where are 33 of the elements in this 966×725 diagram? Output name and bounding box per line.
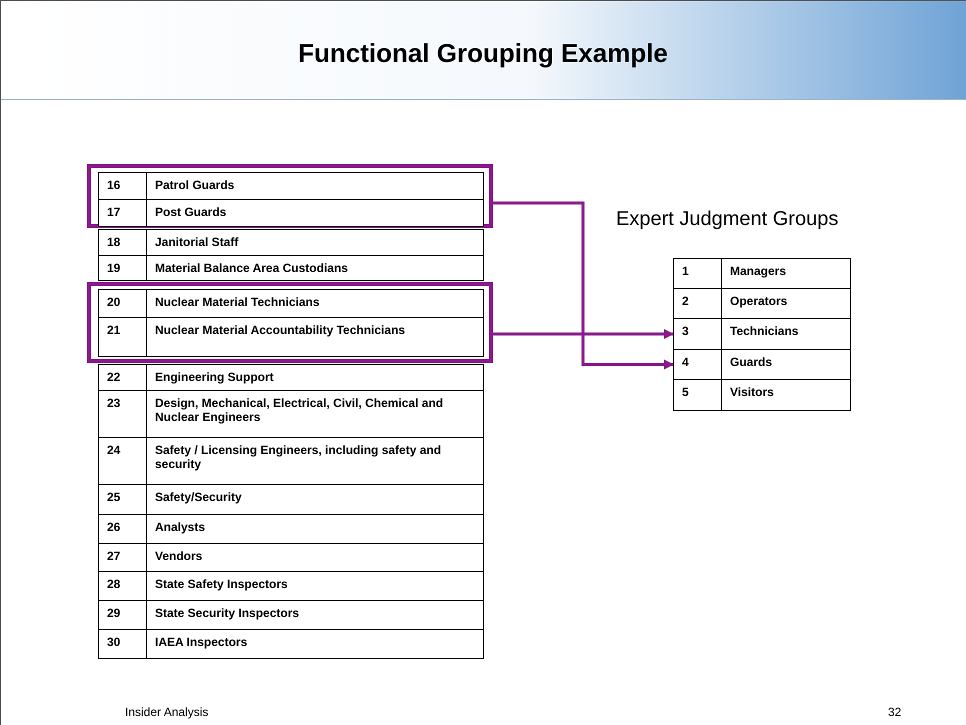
row-number: 21 [99,318,147,356]
row-label: Vendors [154,548,204,565]
row-label: Managers [729,263,788,280]
row-label: IAEA Inspectors [154,634,248,651]
group-heading: Expert Judgment Groups [616,208,838,231]
row-label: Technicians [729,323,800,340]
connector-arrow [493,329,674,339]
row-label: Post Guards [154,204,228,221]
highlight-frame [87,164,493,228]
row-number: 17 [99,200,147,226]
row-label: Material Balance Area Custodians [154,260,349,277]
row-number: 19 [99,256,147,280]
row-label: Visitors [729,384,775,401]
highlight-frame [87,282,493,363]
row-label: Guards [729,354,774,371]
row-label: Nuclear Material Technicians [154,294,321,311]
connector-arrow [493,202,674,370]
slide-title: Functional Grouping Example [297,38,669,69]
row-label: Engineering Support [154,369,275,386]
row-label: Safety / Licensing Engineers, including safety and security [154,442,442,473]
row-label: Analysts [154,519,206,536]
row-label: State Safety Inspectors [154,576,289,593]
row-label: State Security Inspectors [154,605,300,622]
row-label: Operators [729,293,788,310]
row-label: Patrol Guards [154,177,236,194]
row-label: Design, Mechanical, Electrical, Civil, Chemical and Nuclear Engineers [154,395,444,426]
row-label: Janitorial Staff [154,234,240,251]
page-number: 32 [888,705,902,719]
row-number: 30 [99,630,147,658]
row-label: Nuclear Material Accountability Technicians [154,322,406,339]
footer-text: Insider Analysis [125,705,208,719]
row-label: Safety/Security [154,489,243,506]
row-number: 5 [674,380,722,410]
